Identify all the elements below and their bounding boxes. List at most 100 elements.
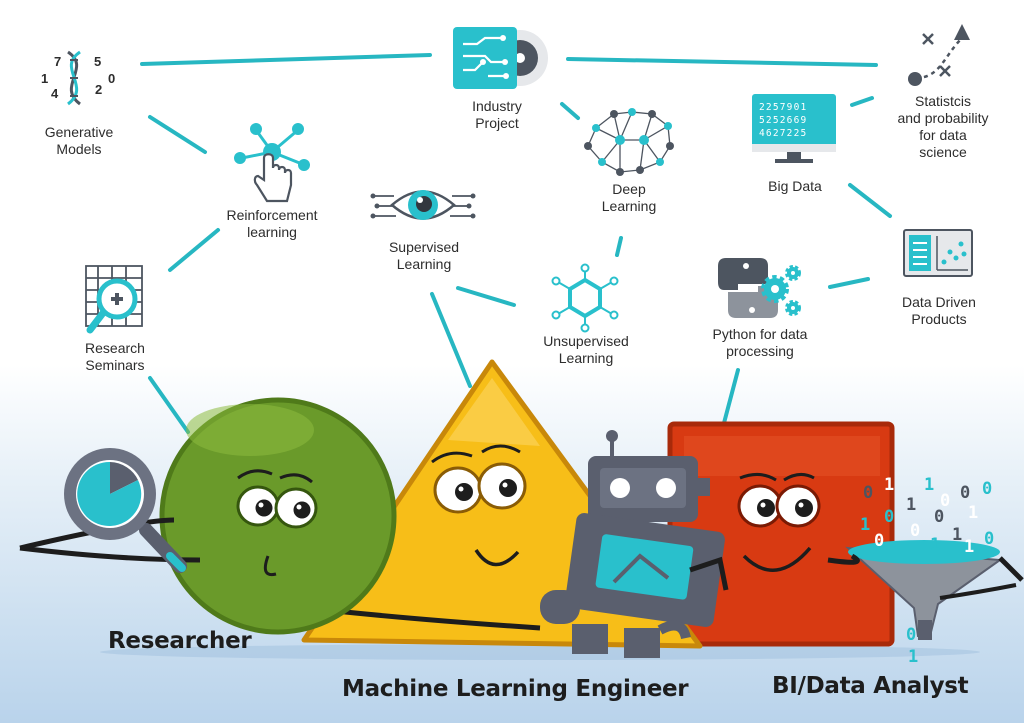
unsupervised-learning-icon: [551, 263, 619, 333]
industry-project-icon: [453, 27, 548, 89]
topic-industry-project: Industry Project: [456, 98, 538, 132]
topic-label-line: Seminars: [85, 357, 145, 373]
binary-digit: 1: [968, 503, 978, 523]
topic-label-line: Big Data: [768, 178, 822, 194]
topic-label-line: Research: [85, 340, 145, 356]
topic-data-driven-products: Data Driven Products: [894, 294, 984, 328]
gear-icon: [785, 300, 801, 316]
dna-digit: 1: [41, 71, 48, 86]
dna-icon: [67, 50, 81, 106]
connector-deep-unsupervised: [615, 236, 623, 257]
connector-research-circle: [148, 376, 190, 434]
topic-label-line: Learning: [558, 350, 614, 366]
topic-label-line: processing: [726, 343, 794, 359]
connector-python-products: [828, 277, 870, 289]
topic-label-line: learning: [247, 224, 297, 240]
role-bi-analyst: BI/Data Analyst: [772, 673, 969, 699]
role-ml-engineer: Machine Learning Engineer: [342, 676, 689, 702]
binary-digit: 1: [908, 647, 918, 667]
topic-label-line: Python for data: [712, 326, 808, 342]
data-funnel-icon: [827, 540, 1024, 640]
topic-label-line: Unsupervised: [543, 333, 629, 349]
binary-digit: 1: [930, 535, 940, 555]
topic-label-line: Deep: [612, 181, 646, 197]
topic-label-line: Learning: [601, 198, 657, 214]
topic-reinforcement-learning: Reinforcement learning: [218, 207, 326, 241]
python-icon: [718, 258, 801, 318]
connector-lines: [140, 53, 892, 434]
binary-digit: 1: [860, 515, 870, 535]
topic-label-line: Data Driven: [902, 294, 976, 310]
topic-label-line: Reinforcement: [226, 207, 318, 223]
dna-digit: 4: [51, 86, 59, 101]
connector-industry-statistics: [566, 57, 878, 67]
ground-shadow: [100, 644, 980, 660]
topic-label-line: Generative: [44, 124, 114, 140]
binary-digit: 0: [940, 491, 950, 511]
role-researcher: Researcher: [108, 628, 252, 654]
dna-digits: 7 5 1 0 4 2: [41, 54, 115, 101]
dna-digit: 0: [108, 71, 115, 86]
topic-deep-learning: Deep Learning: [588, 181, 670, 215]
binary-digit: 0: [960, 483, 970, 503]
topic-supervised-learning: Supervised Learning: [380, 239, 468, 273]
dna-digit: 5: [94, 54, 101, 69]
gear-icon: [785, 265, 801, 281]
statistics-icon: [908, 24, 970, 86]
binary-digit: 1: [884, 475, 894, 495]
topic-label-line: Industry: [472, 98, 522, 114]
connector-supervised-unsupervised: [456, 286, 516, 307]
magnifying-glass-icon: [64, 448, 187, 573]
topic-label-line: Products: [911, 311, 967, 327]
big-data-digits-row: 2257901: [759, 102, 807, 113]
topic-label-line: Statistcis: [914, 93, 971, 109]
binary-digit: 1: [924, 475, 934, 495]
gear-icon: [761, 275, 789, 303]
topic-generative-models: Generative Models: [38, 124, 120, 158]
connector-bigdata-products: [848, 183, 892, 218]
connector-generative-industry: [140, 53, 432, 66]
big-data-digits-row: 5252669: [759, 115, 807, 126]
binary-digit: 0: [984, 529, 994, 549]
supervised-learning-icon: [370, 190, 476, 220]
research-seminars-icon: [85, 265, 143, 334]
topic-statistics: Statistcis and probability for data scie…: [888, 93, 998, 161]
binary-digit: 1: [952, 525, 962, 545]
connector-python-square: [722, 368, 740, 425]
binary-digit: 0: [884, 507, 894, 527]
dna-digit: 7: [54, 54, 61, 69]
topic-label-line: Models: [56, 141, 102, 157]
topic-research-seminars: Research Seminars: [74, 340, 156, 374]
binary-digit: 1: [964, 537, 974, 557]
binary-digit: 0: [906, 625, 916, 645]
robot-icon: [540, 430, 729, 658]
connector-supervised-triangle: [430, 292, 472, 388]
reinforcement-learning-icon: [234, 123, 310, 203]
topic-python: Python for data processing: [700, 326, 820, 360]
binary-digit: 0: [982, 479, 992, 499]
topic-label-line: science: [919, 144, 967, 160]
binary-stream: 0 1 1 0 0 1 0 0 0 1 1 0 1 0 0 1 1 0 1: [860, 475, 994, 667]
topic-label-line: for data: [919, 127, 967, 143]
connector-generative-reinforcement: [148, 115, 207, 154]
data-driven-products-icon: [903, 229, 973, 277]
topic-unsupervised-learning: Unsupervised Learning: [535, 333, 637, 367]
topic-label-line: Project: [475, 115, 519, 131]
connector-industry-deep: [560, 102, 580, 120]
topic-label-line: Supervised: [388, 239, 460, 255]
binary-digit: 0: [934, 507, 944, 527]
big-data-digits-row: 4627225: [759, 128, 807, 139]
topic-big-data: Big Data: [754, 178, 836, 195]
topic-label-line: Learning: [396, 256, 452, 272]
big-data-icon: 2257901 5252669 4627225: [752, 94, 836, 163]
binary-digit: 0: [910, 521, 920, 541]
topic-label-line: and probability: [897, 110, 989, 126]
connector-statistics-bigdata: [850, 96, 874, 107]
dna-digit: 2: [95, 82, 102, 97]
deep-learning-icon: [584, 108, 674, 176]
connector-reinforcement-research: [168, 228, 220, 272]
binary-digit: 1: [906, 495, 916, 515]
binary-digit: 0: [874, 531, 884, 551]
binary-digit: 0: [863, 483, 873, 503]
